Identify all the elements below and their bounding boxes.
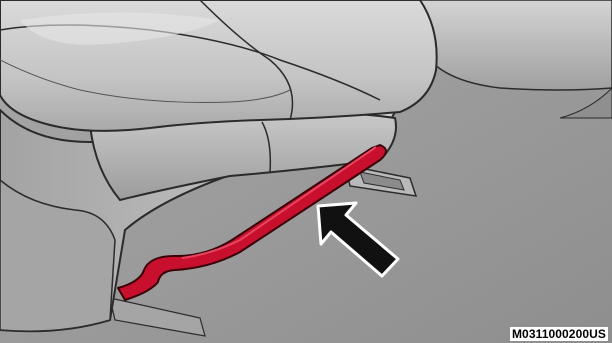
figure-code-label: M0311000200US: [510, 327, 608, 341]
